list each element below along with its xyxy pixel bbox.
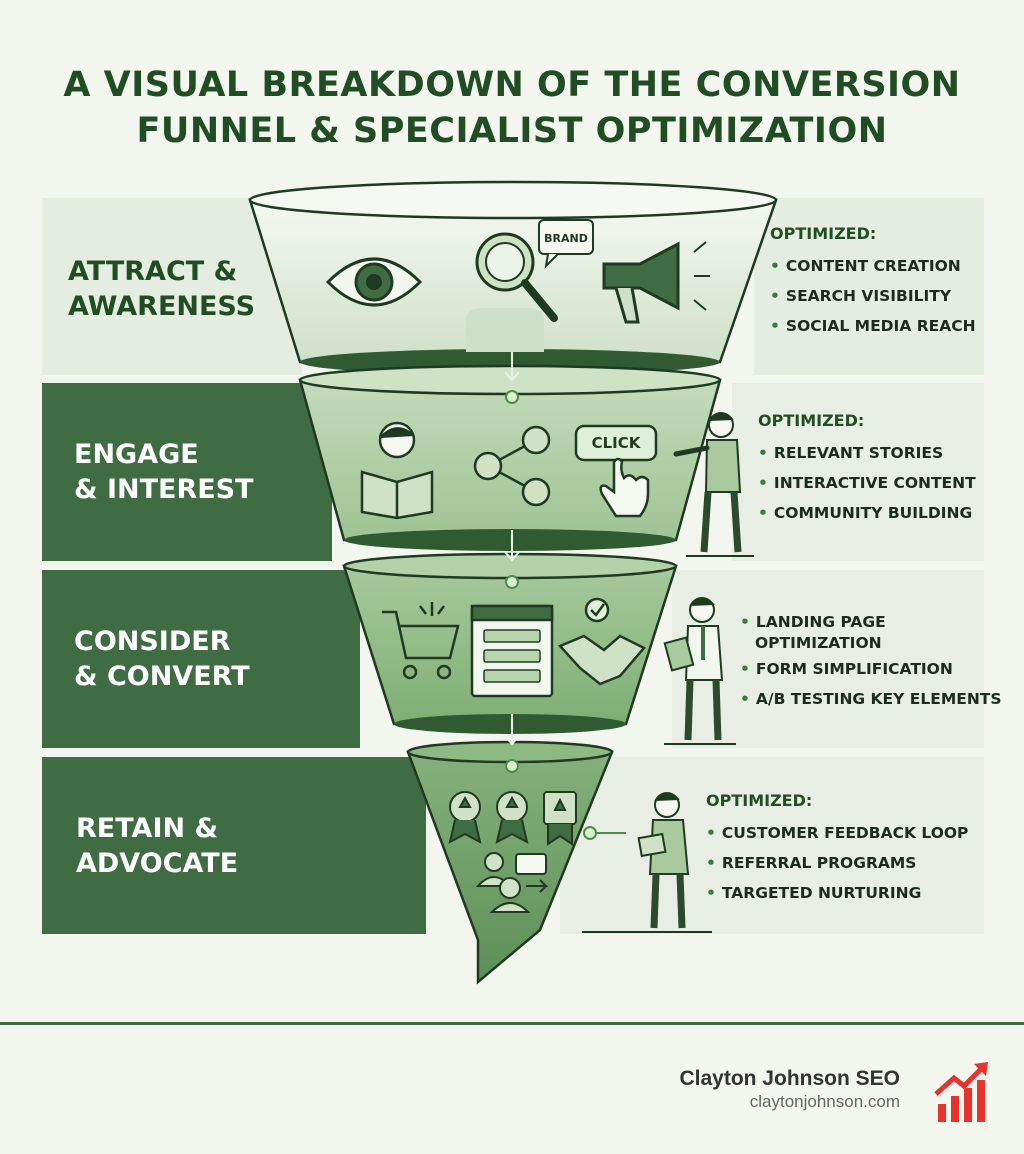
flow-connectors [504, 352, 520, 746]
list-item: SOCIAL MEDIA REACH [770, 311, 976, 341]
list-item: COMMUNITY BUILDING [758, 498, 976, 528]
list-item: RELEVANT STORIES [758, 438, 976, 468]
svg-text:CLICK: CLICK [592, 434, 642, 452]
stage-label-consider: CONSIDER & CONVERT [74, 626, 250, 692]
share-icon [473, 425, 551, 507]
form-icon [470, 604, 554, 698]
specialist-figure-clipboard [663, 597, 736, 745]
community-icon [475, 852, 549, 913]
stage-label-engage: ENGAGE & INTEREST [74, 439, 254, 505]
flow-node [505, 390, 519, 404]
click-icon: CLICK [574, 424, 658, 518]
footer-url: claytonjohnson.com [749, 1092, 900, 1111]
stage-label-retain: RETAIN & ADVOCATE [76, 813, 239, 879]
band-left-panel [42, 383, 332, 561]
badges-icon [448, 791, 577, 846]
list-item: FORM SIMPLIFICATION [740, 654, 1002, 684]
list-item: REFERRAL PROGRAMS [706, 848, 968, 878]
band-left-panel [42, 757, 426, 934]
optimized-list-engage: OPTIMIZED: RELEVANT STORIES INTERACTIVE … [758, 411, 976, 528]
list-item: A/B TESTING KEY ELEMENTS [740, 684, 1002, 714]
list-item: SEARCH VISIBILITY [770, 281, 976, 311]
footer-divider [0, 1022, 1024, 1025]
specialist-figure-retain [582, 792, 712, 933]
flow-node [583, 826, 597, 840]
stage-band-attract: ATTRACT & AWARENESS OPTIMIZED: CONTENT C… [42, 198, 984, 375]
band-left-panel [42, 570, 360, 748]
stage-band-engage: ENGAGE & INTEREST OPTIMIZED: RELEVANT ST… [42, 383, 984, 561]
list-item: TARGETED NURTURING [706, 878, 968, 908]
stage-band-consider: CONSIDER & CONVERT LANDING PAGE OPTIMIZA… [42, 570, 1002, 748]
stage-band-retain: RETAIN & ADVOCATE OPTIMIZED: CUSTOMER FE… [42, 757, 984, 934]
stage-label-attract: ATTRACT & AWARENESS [68, 256, 256, 322]
megaphone-icon [602, 241, 710, 324]
page-title: A VISUAL BREAKDOWN OF THE CONVERSION FUN… [0, 62, 1024, 154]
flow-node [505, 759, 519, 773]
list-item-continued: OPTIMIZATION [755, 634, 882, 652]
funnel-tip [406, 740, 614, 985]
brand-badge: BRAND [538, 219, 594, 269]
optimized-list-attract: OPTIMIZED: CONTENT CREATION SEARCH VISIB… [770, 224, 976, 341]
list-item: CONTENT CREATION [770, 251, 976, 281]
optimized-list-consider: LANDING PAGE OPTIMIZATION FORM SIMPLIFIC… [740, 612, 1002, 714]
flow-node [505, 575, 519, 589]
svg-text:BRAND: BRAND [544, 232, 588, 245]
reader-icon [360, 421, 434, 520]
specialist-figure-pointing [673, 412, 754, 557]
title-line-1: A VISUAL BREAKDOWN OF THE CONVERSION [63, 65, 961, 105]
growth-chart-logo-icon [934, 1062, 988, 1122]
optimized-list-retain: OPTIMIZED: CUSTOMER FEEDBACK LOOP REFERR… [706, 791, 968, 908]
footer-brand-name: Clayton Johnson SEO [679, 1067, 900, 1090]
list-item: CUSTOMER FEEDBACK LOOP [706, 818, 968, 848]
search-person-icon [466, 232, 558, 352]
list-item: LANDING PAGE [740, 612, 1002, 632]
title-line-2: FUNNEL & SPECIALIST OPTIMIZATION [136, 111, 888, 151]
eye-icon [325, 257, 423, 307]
list-item: INTERACTIVE CONTENT [758, 468, 976, 498]
cart-icon [382, 602, 460, 680]
handshake-icon [557, 597, 646, 686]
